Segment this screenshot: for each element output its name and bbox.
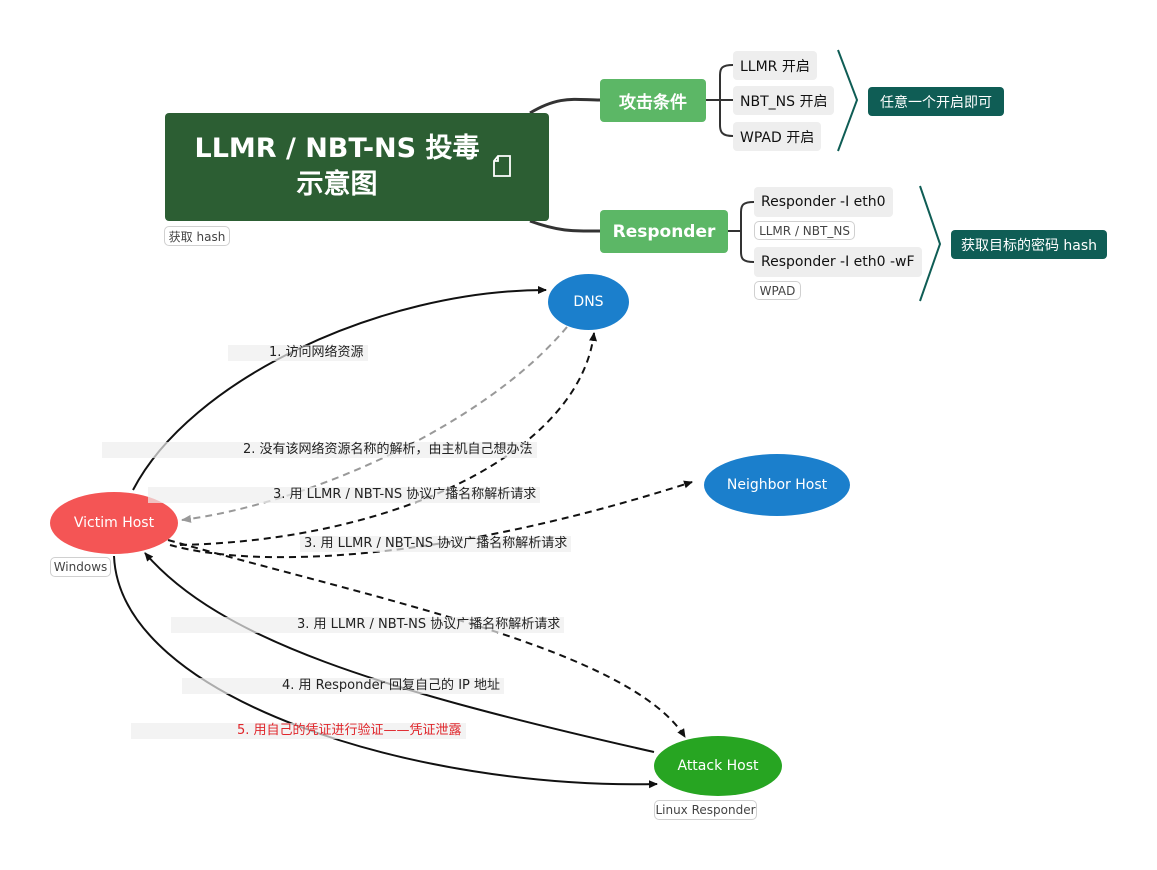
leaf-responder-eth0[interactable]: Responder -I eth0 (754, 187, 893, 217)
branch-attack-conditions[interactable]: 攻击条件 (600, 79, 706, 122)
edge-label-2: 2. 没有该网络资源名称的解析，由主机自己想办法 (102, 442, 537, 458)
node-attack-host[interactable]: Attack Host (654, 736, 782, 796)
main-topic[interactable]: LLMR / NBT-NS 投毒示意图 (165, 113, 549, 221)
edge-5-credentials (113, 555, 658, 789)
edge-3-to-attack (167, 539, 686, 738)
note-icon[interactable] (491, 154, 513, 178)
edge-label-4: 4. 用 Responder 回复自己的 IP 地址 (182, 678, 504, 694)
main-topic-tag: 获取 hash (164, 226, 230, 246)
summary-any-enabled[interactable]: 任意一个开启即可 (868, 87, 1004, 116)
leaf-nbtns-enabled[interactable]: NBT_NS 开启 (733, 86, 835, 115)
edge-3-to-neighbor (169, 480, 693, 559)
edge-label-3b: 3. 用 LLMR / NBT-NS 协议广播名称解析请求 (300, 536, 572, 552)
leaf-tag-wpad: WPAD (754, 281, 801, 300)
summary-bracket-2 (919, 185, 942, 302)
node-neighbor-host[interactable]: Neighbor Host (704, 454, 850, 516)
edge-3-to-dns (179, 332, 598, 546)
leaf-responder-eth0-wf[interactable]: Responder -I eth0 -wF (754, 247, 922, 277)
summary-get-hash[interactable]: 获取目标的密码 hash (951, 230, 1107, 259)
connector-branch2-leaves (728, 201, 755, 263)
connector-branch1-leaves (706, 64, 734, 137)
leaf-llmr-enabled[interactable]: LLMR 开启 (733, 51, 817, 80)
leaf-tag-llmr-nbtns: LLMR / NBT_NS (754, 221, 855, 240)
edge-2-no-resolution (181, 326, 568, 523)
node-dns[interactable]: DNS (548, 274, 629, 330)
edge-4-reply (144, 552, 655, 753)
leaf-wpad-enabled[interactable]: WPAD 开启 (733, 122, 822, 151)
edge-label-5: 5. 用自己的凭证进行验证——凭证泄露 (131, 723, 466, 739)
connector-main-branch2 (529, 219, 601, 233)
edge-label-1: 1. 访问网络资源 (228, 345, 368, 361)
edge-label-3c: 3. 用 LLMR / NBT-NS 协议广播名称解析请求 (171, 617, 565, 633)
connector-main-branch1 (529, 97, 601, 115)
branch-responder[interactable]: Responder (600, 210, 728, 253)
edge-1-access (132, 286, 547, 491)
summary-bracket-1 (837, 49, 859, 152)
main-topic-title: LLMR / NBT-NS 投毒示意图 (194, 133, 480, 200)
edge-label-3a: 3. 用 LLMR / NBT-NS 协议广播名称解析请求 (148, 487, 541, 503)
victim-host-tag: Windows (50, 557, 111, 577)
attack-host-tag: Linux Responder (654, 800, 757, 820)
